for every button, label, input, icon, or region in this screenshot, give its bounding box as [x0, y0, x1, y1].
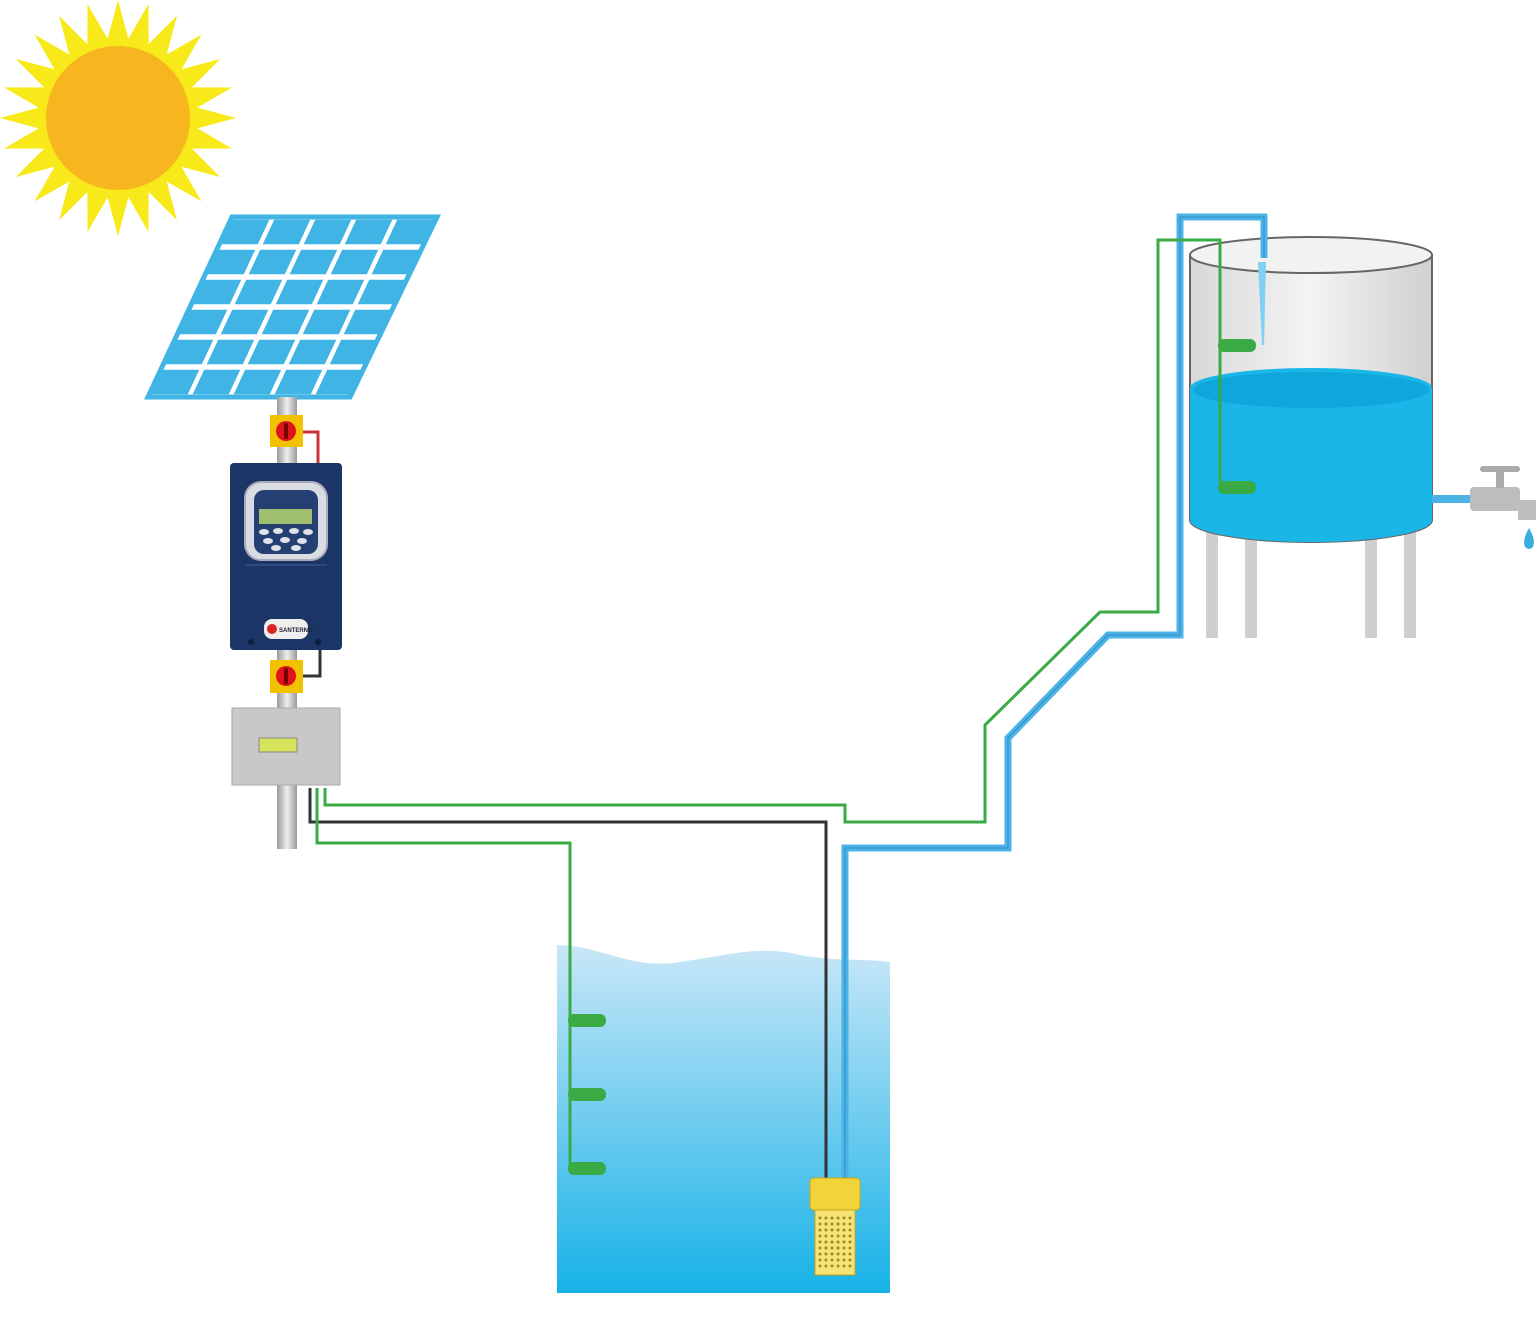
solar-cell	[233, 369, 282, 395]
solar-cell	[151, 369, 200, 395]
solar-cell	[288, 339, 337, 365]
water-drop-icon	[1524, 528, 1534, 549]
solar-cell	[302, 309, 351, 335]
inverter: SANTERNO	[230, 463, 342, 650]
solar-cell	[344, 219, 393, 245]
submersible-pump	[809, 1177, 861, 1276]
solar-cell	[289, 249, 338, 275]
well-sensor-wire	[315, 788, 572, 1170]
solar-cell	[385, 219, 434, 245]
well-water	[557, 945, 890, 1293]
solar-cell	[262, 219, 311, 245]
dc-disconnect-switch	[270, 415, 303, 447]
inverter-logo: SANTERNO	[279, 628, 313, 634]
power-wire-ac	[303, 650, 322, 678]
solar-cell	[193, 279, 242, 305]
water-stream	[1258, 262, 1266, 345]
solar-cell	[234, 279, 283, 305]
solar-cell	[330, 249, 379, 275]
solar-cell	[248, 249, 297, 275]
solar-cell	[206, 339, 255, 365]
sun-icon	[0, 0, 236, 236]
solar-cell	[247, 339, 296, 365]
ac-disconnect-switch	[270, 660, 303, 693]
solar-cell	[303, 219, 352, 245]
well-level-sensors	[568, 1014, 606, 1175]
solar-cell	[275, 279, 324, 305]
solar-cell	[371, 249, 420, 275]
tap-icon	[1432, 466, 1536, 549]
tank-sensor-wire	[323, 238, 1222, 824]
solar-cell	[329, 339, 378, 365]
control-box	[231, 707, 341, 786]
solar-cell	[274, 369, 323, 395]
solar-cell	[192, 369, 241, 395]
tank-level-sensors	[1218, 339, 1256, 494]
solar-cell	[220, 309, 269, 335]
solar-cell	[179, 309, 228, 335]
storage-tank	[1189, 236, 1433, 543]
solar-cell	[315, 369, 364, 395]
solar-cell	[357, 279, 406, 305]
inverter-display	[259, 509, 312, 524]
solar-panel	[144, 214, 441, 400]
tank-legs	[1206, 530, 1416, 638]
solar-cell	[343, 309, 392, 335]
tank-water	[1190, 368, 1432, 542]
solar-cell	[316, 279, 365, 305]
power-wire-dc	[303, 430, 320, 466]
solar-cell	[221, 219, 270, 245]
solar-cell	[165, 339, 214, 365]
solar-cell	[207, 249, 256, 275]
pump-power-cable	[308, 788, 828, 1180]
solar-cell	[261, 309, 310, 335]
